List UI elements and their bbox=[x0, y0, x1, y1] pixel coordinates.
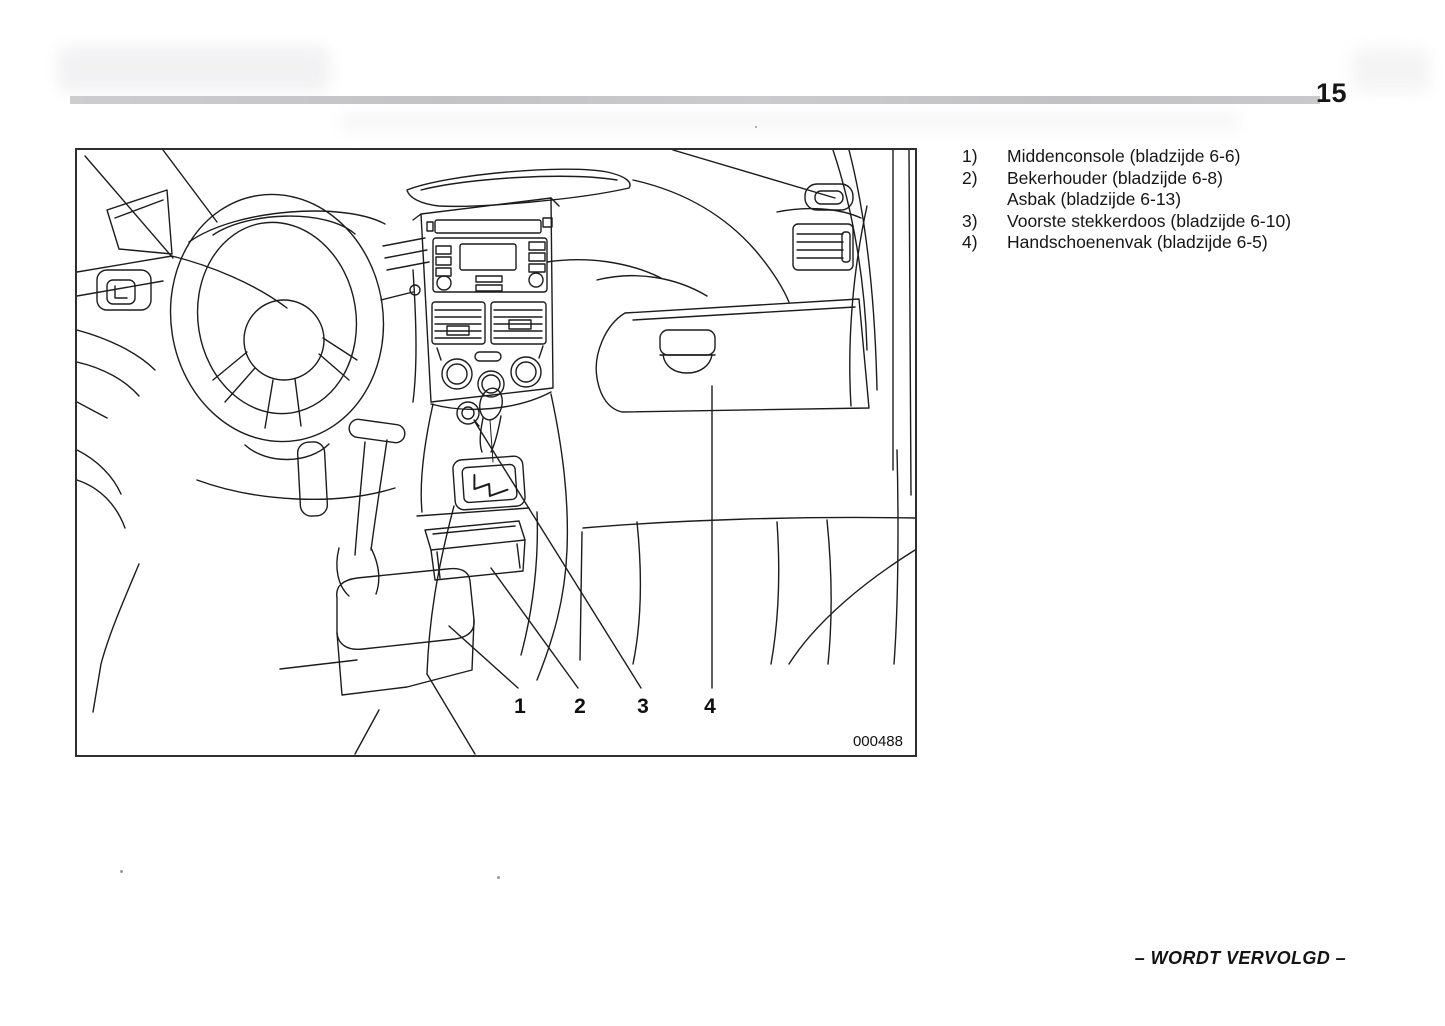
center-stack bbox=[412, 197, 560, 411]
callout-3: 3 bbox=[637, 695, 649, 718]
passenger-door bbox=[776, 183, 868, 407]
radio-display bbox=[459, 243, 517, 271]
legend-item-text: Voorste stekkerdoos (bladzijde 6-10) bbox=[1007, 210, 1292, 231]
air-vent-left bbox=[431, 301, 486, 345]
power-outlet bbox=[456, 401, 480, 425]
radio-unit bbox=[432, 237, 548, 293]
callout-1: 1 bbox=[514, 695, 526, 718]
callout-4: 4 bbox=[704, 695, 716, 718]
dashboard-line-drawing: 1 2 3 4 000488 bbox=[77, 150, 915, 755]
scan-speck bbox=[120, 870, 123, 873]
legend-item-number: 3) bbox=[962, 210, 978, 231]
page-number: 15 bbox=[1316, 78, 1348, 108]
armrest-console-box bbox=[279, 567, 475, 696]
legend-item-text: Asbak (bladzijde 6-13) bbox=[1007, 189, 1182, 210]
glove-box-handle bbox=[659, 329, 716, 356]
header-rule bbox=[70, 96, 1320, 104]
scan-speck bbox=[497, 876, 500, 879]
scan-smudge bbox=[58, 46, 330, 92]
legend-item-number: 4) bbox=[962, 232, 978, 253]
climate-knob bbox=[510, 356, 542, 388]
floor-and-seats bbox=[77, 449, 915, 713]
cd-slot bbox=[434, 219, 542, 234]
figure-code: 000488 bbox=[853, 733, 903, 750]
legend-item-text: Middenconsole (bladzijde 6-6) bbox=[1007, 146, 1241, 166]
legend-item-2: 2) Bekerhouder (bladzijde 6-8) Asbak (bl… bbox=[962, 168, 1291, 211]
air-vent-right bbox=[490, 301, 547, 345]
legend-item-number: 1) bbox=[962, 146, 978, 166]
side-air-vent bbox=[792, 223, 854, 271]
climate-knob bbox=[441, 358, 473, 390]
legend-item-number: 2) bbox=[962, 167, 978, 188]
legend-item-3: 3) Voorste stekkerdoos (bladzijde 6-10) bbox=[962, 211, 1291, 233]
legend-item-text: Bekerhouder (bladzijde 6-8) bbox=[1007, 167, 1223, 188]
steering-wheel bbox=[169, 193, 421, 461]
legend: 1) Middenconsole (bladzijde 6-6) 2) Beke… bbox=[962, 146, 1291, 254]
gear-shift-knob bbox=[479, 387, 503, 421]
climate-knob bbox=[477, 370, 505, 398]
cup-holder bbox=[424, 520, 526, 551]
scan-smudge bbox=[1352, 48, 1430, 92]
continuation-note: – WORDT VERVOLGD – bbox=[1134, 948, 1346, 968]
legend-item-1: 1) Middenconsole (bladzijde 6-6) bbox=[962, 146, 1291, 168]
dashboard-figure: 1 2 3 4 000488 bbox=[75, 148, 917, 757]
legend-item-text: Handschoenenvak (bladzijde 6-5) bbox=[1007, 232, 1268, 253]
callout-labels: 1 2 3 4 000488 bbox=[514, 695, 903, 750]
callout-2: 2 bbox=[574, 695, 586, 718]
center-console bbox=[354, 387, 569, 755]
shift-gate bbox=[452, 455, 526, 511]
grab-handle bbox=[804, 183, 854, 211]
left-door bbox=[77, 150, 288, 495]
legend-item-4: 4) Handschoenenvak (bladzijde 6-5) bbox=[962, 232, 1291, 254]
handbrake bbox=[296, 418, 406, 597]
dashboard-top bbox=[188, 150, 912, 500]
scan-speck bbox=[755, 126, 757, 128]
glove-box bbox=[546, 259, 870, 413]
scan-smudge bbox=[340, 112, 1240, 132]
callout-leader-lines bbox=[448, 385, 713, 689]
